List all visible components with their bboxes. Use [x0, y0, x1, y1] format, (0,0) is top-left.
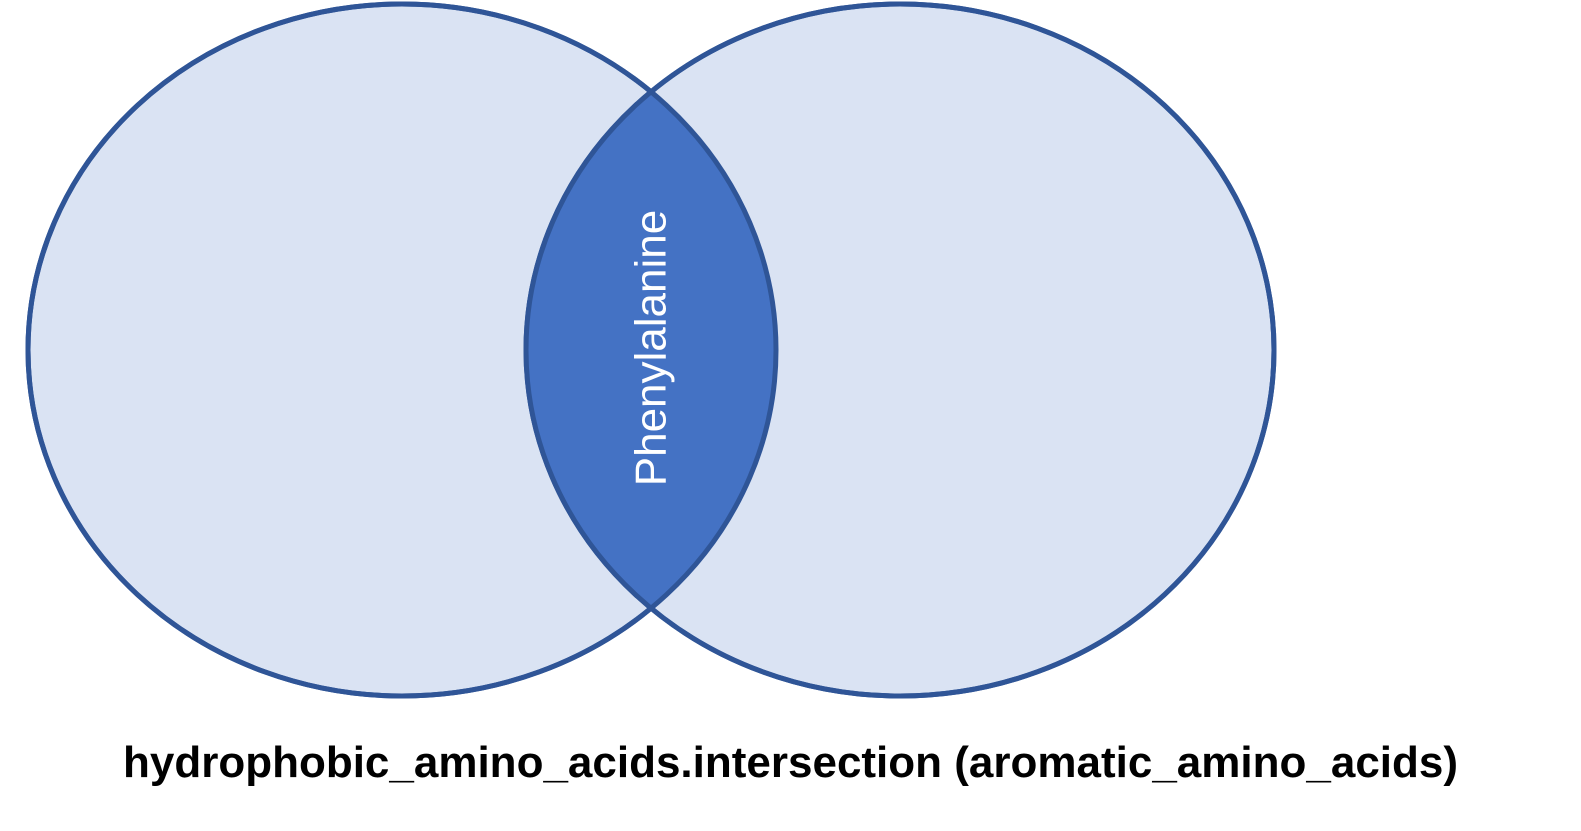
set-a-outline — [25, 1, 779, 699]
set-b-outline — [523, 1, 1277, 699]
intersection-region — [526, 4, 776, 696]
diagram-caption: hydrophobic_amino_acids.intersection (ar… — [122, 738, 1459, 787]
venn-diagram: Phenylalanine — [25, 1, 1277, 699]
intersection-label: Phenylalanine — [627, 210, 676, 486]
